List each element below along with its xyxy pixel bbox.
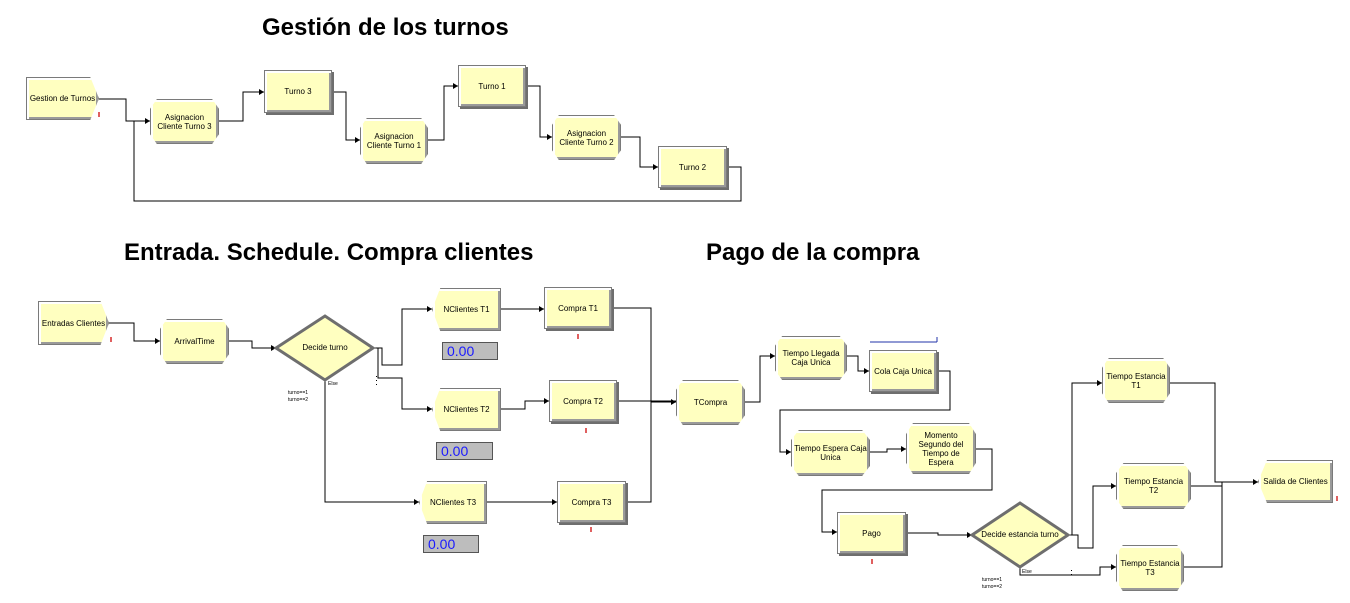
counter-mark xyxy=(98,112,100,117)
counter-mark xyxy=(110,337,112,342)
module-asig-turno3[interactable]: Asignacion Cliente Turno 3 xyxy=(150,99,219,144)
module-tiempo-llegada[interactable]: Tiempo Llegada Caja Unica xyxy=(775,336,847,380)
module-pago[interactable]: Pago xyxy=(837,512,906,554)
module-compra-t2[interactable]: Compra T2 xyxy=(549,380,617,422)
variable-nclientes-t3: 0.00 xyxy=(423,535,479,553)
module-estancia-t3[interactable]: Tiempo Estancia T3 xyxy=(1116,545,1184,591)
counter-mark xyxy=(577,334,579,339)
module-salida-clientes[interactable]: Salida de Clientes xyxy=(1258,460,1333,503)
counter-mark xyxy=(585,428,587,433)
module-nclientes-t3[interactable]: NClientes T3 xyxy=(419,481,487,524)
module-turno1[interactable]: Turno 1 xyxy=(458,65,526,107)
decide-estancia-else: Else xyxy=(1022,569,1032,575)
decide-turno-diamond xyxy=(273,314,376,382)
module-asig-turno1[interactable]: Asignacion Cliente Turno 1 xyxy=(360,118,428,164)
decide-turno-cond-1: turno==1 xyxy=(288,390,309,396)
module-compra-t3[interactable]: Compra T3 xyxy=(557,481,626,523)
section-title-pago: Pago de la compra xyxy=(706,239,920,266)
module-estancia-t2[interactable]: Tiempo Estancia T2 xyxy=(1116,463,1191,509)
counter-mark xyxy=(590,527,592,532)
decide-estancia-cond-1: turno==1 xyxy=(982,577,1003,583)
counter-mark xyxy=(1336,496,1338,501)
variable-nclientes-t1: 0.00 xyxy=(442,342,498,360)
decide-turno-else: Else xyxy=(328,381,338,387)
module-tcompra[interactable]: TCompra xyxy=(676,380,745,425)
module-entradas-clientes[interactable]: Entradas Clientes xyxy=(38,301,109,345)
module-turno2[interactable]: Turno 2 xyxy=(658,146,727,188)
module-cola-caja-unica[interactable]: Cola Caja Unica xyxy=(869,350,937,392)
section-title-turnos: Gestión de los turnos xyxy=(262,14,509,41)
decide-estancia-label: Decide estancia turno xyxy=(981,530,1059,539)
module-gestion-turnos[interactable]: Gestion de Turnos xyxy=(26,77,99,120)
module-momento-segundo[interactable]: Momento Segundo del Tiempo de Espera xyxy=(906,423,976,474)
section-title-entrada: Entrada. Schedule. Compra clientes xyxy=(124,239,534,266)
decide-turno-label: Decide turno xyxy=(302,343,348,352)
decide-estancia-diamond xyxy=(969,501,1071,569)
module-arrival-time[interactable]: ArrivalTime xyxy=(160,319,229,364)
decide-estancia-cond-2: turno==2 xyxy=(982,584,1003,590)
module-compra-t1[interactable]: Compra T1 xyxy=(544,287,612,329)
counter-mark xyxy=(871,559,873,564)
module-turno3[interactable]: Turno 3 xyxy=(264,70,332,113)
module-asig-turno2[interactable]: Asignacion Cliente Turno 2 xyxy=(552,115,621,160)
variable-nclientes-t2: 0.00 xyxy=(436,442,493,460)
decide-turno-cond-2: turno==2 xyxy=(288,397,309,403)
module-estancia-t1[interactable]: Tiempo Estancia T1 xyxy=(1102,358,1170,403)
module-nclientes-t1[interactable]: NClientes T1 xyxy=(432,288,501,331)
module-nclientes-t2[interactable]: NClientes T2 xyxy=(432,388,501,431)
module-tiempo-espera[interactable]: Tiempo Espera Caja Unica xyxy=(791,430,870,476)
